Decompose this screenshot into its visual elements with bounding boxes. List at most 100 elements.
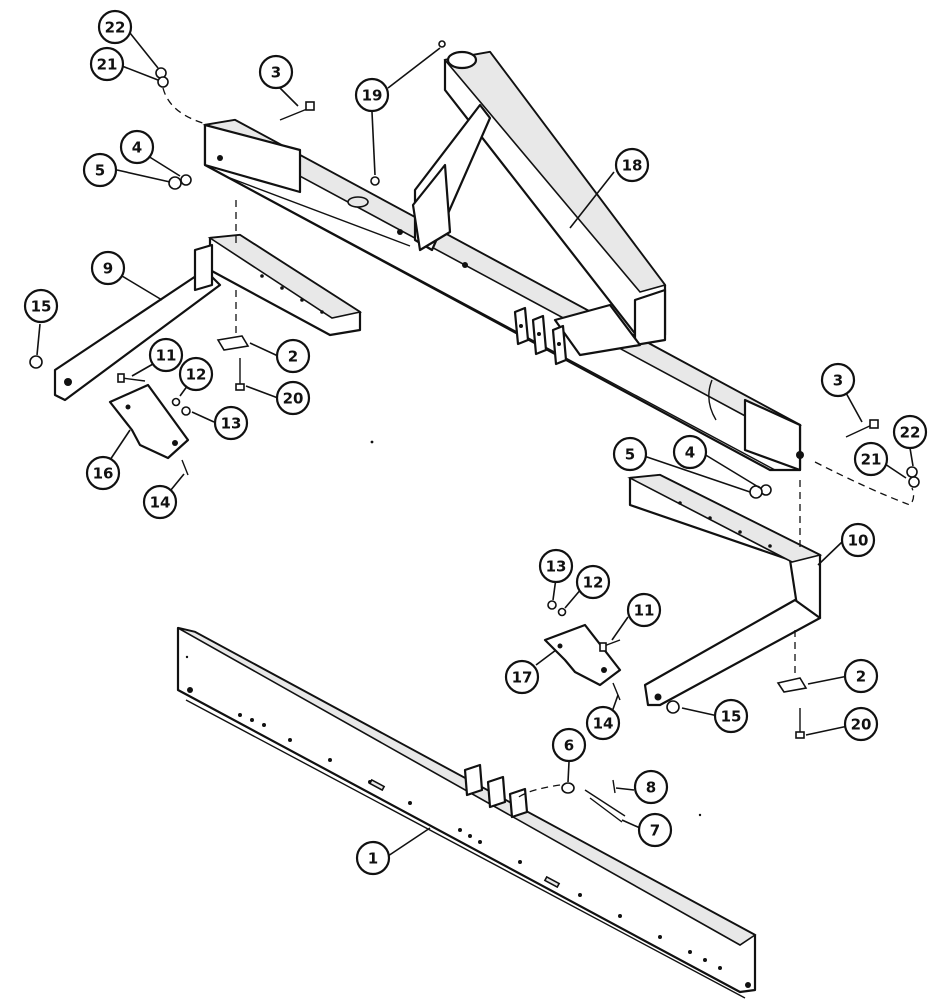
callout-5: 5 [612,436,648,472]
callout-21: 21 [89,46,125,82]
plate-16 [108,383,190,460]
callout-15: 15 [23,288,59,324]
callout-4: 4 [119,129,155,165]
callout-circle [355,840,391,876]
callout-circle [142,484,178,520]
callout-19: 19 [354,77,390,113]
callout-circle [840,522,876,558]
callout-label: 15 [31,298,52,316]
callout-2: 2 [843,658,879,694]
callout-circle [538,548,574,584]
callout-circle [504,659,540,695]
callout-7: 7 [637,812,673,848]
callout-20: 20 [843,706,879,742]
callout-22: 22 [892,414,928,450]
callout-label: 1 [368,850,378,868]
callout-label: 13 [546,558,567,576]
callout-20: 20 [275,380,311,416]
hitch-brackets [513,306,568,366]
callout-label: 15 [721,708,742,726]
callout-circle [614,147,650,183]
callout-label: 16 [93,465,114,483]
callout-10: 10 [840,522,876,558]
callout-circle [258,54,294,90]
callout-14: 14 [142,484,178,520]
callout-label: 4 [685,444,695,462]
callout-22: 22 [97,9,133,45]
callout-circle [843,658,879,694]
callout-17: 17 [504,659,540,695]
callout-21: 21 [853,441,889,477]
callout-label: 14 [593,715,614,733]
callout-label: 17 [512,669,533,687]
callout-circle [23,288,59,324]
callout-15: 15 [713,698,749,734]
callout-circle [275,338,311,374]
callout-8: 8 [633,769,669,805]
callout-9: 9 [90,250,126,286]
callout-circle [551,727,587,763]
callout-circle [275,380,311,416]
callout-label: 3 [271,64,281,82]
callout-label: 20 [851,716,872,734]
callout-circle [82,152,118,188]
callout-label: 7 [650,822,660,840]
callouts: 1223344556789101111121213131414151516171… [23,9,928,876]
callout-label: 11 [156,347,177,365]
callout-4: 4 [672,434,708,470]
callout-label: 8 [646,779,656,797]
callout-circle [89,46,125,82]
callout-12: 12 [178,356,214,392]
callout-circle [626,592,662,628]
hardware [29,40,920,823]
callout-label: 18 [622,157,643,175]
callout-3: 3 [258,54,294,90]
callout-label: 11 [634,602,655,620]
callout-1: 1 [355,840,391,876]
callout-11: 11 [626,592,662,628]
callout-circle [843,706,879,742]
callout-label: 20 [283,390,304,408]
callout-label: 22 [105,19,126,37]
callout-13: 13 [213,405,249,441]
blade-holes [238,713,722,970]
callout-circle [612,436,648,472]
callout-label: 2 [288,348,298,366]
callout-circle [148,337,184,373]
callout-label: 12 [186,366,207,384]
callout-circle [354,77,390,113]
callout-5: 5 [82,152,118,188]
callout-label: 12 [583,574,604,592]
callout-2: 2 [275,338,311,374]
callout-circle [585,705,621,741]
callout-label: 13 [221,415,242,433]
callout-12: 12 [575,564,611,600]
callout-label: 9 [103,260,113,278]
callout-label: 4 [132,139,142,157]
callout-label: 3 [833,372,843,390]
callout-circle [178,356,214,392]
callout-11: 11 [148,337,184,373]
callout-circle [575,564,611,600]
callout-circle [892,414,928,450]
callout-circle [213,405,249,441]
callout-18: 18 [614,147,650,183]
hitch-mast [411,50,667,357]
right-arm-10 [627,473,823,707]
callout-6: 6 [551,727,587,763]
callout-circle [672,434,708,470]
callout-14: 14 [585,705,621,741]
plate-17 [543,623,622,687]
left-arm-9 [53,233,363,402]
callout-circle [713,698,749,734]
callout-label: 21 [861,451,882,469]
callout-circle [633,769,669,805]
main-frame-beam [202,118,804,472]
callout-label: 19 [362,87,383,105]
callout-13: 13 [538,548,574,584]
callout-circle [637,812,673,848]
callout-circle [97,9,133,45]
callout-label: 21 [97,56,118,74]
callout-circle [853,441,889,477]
